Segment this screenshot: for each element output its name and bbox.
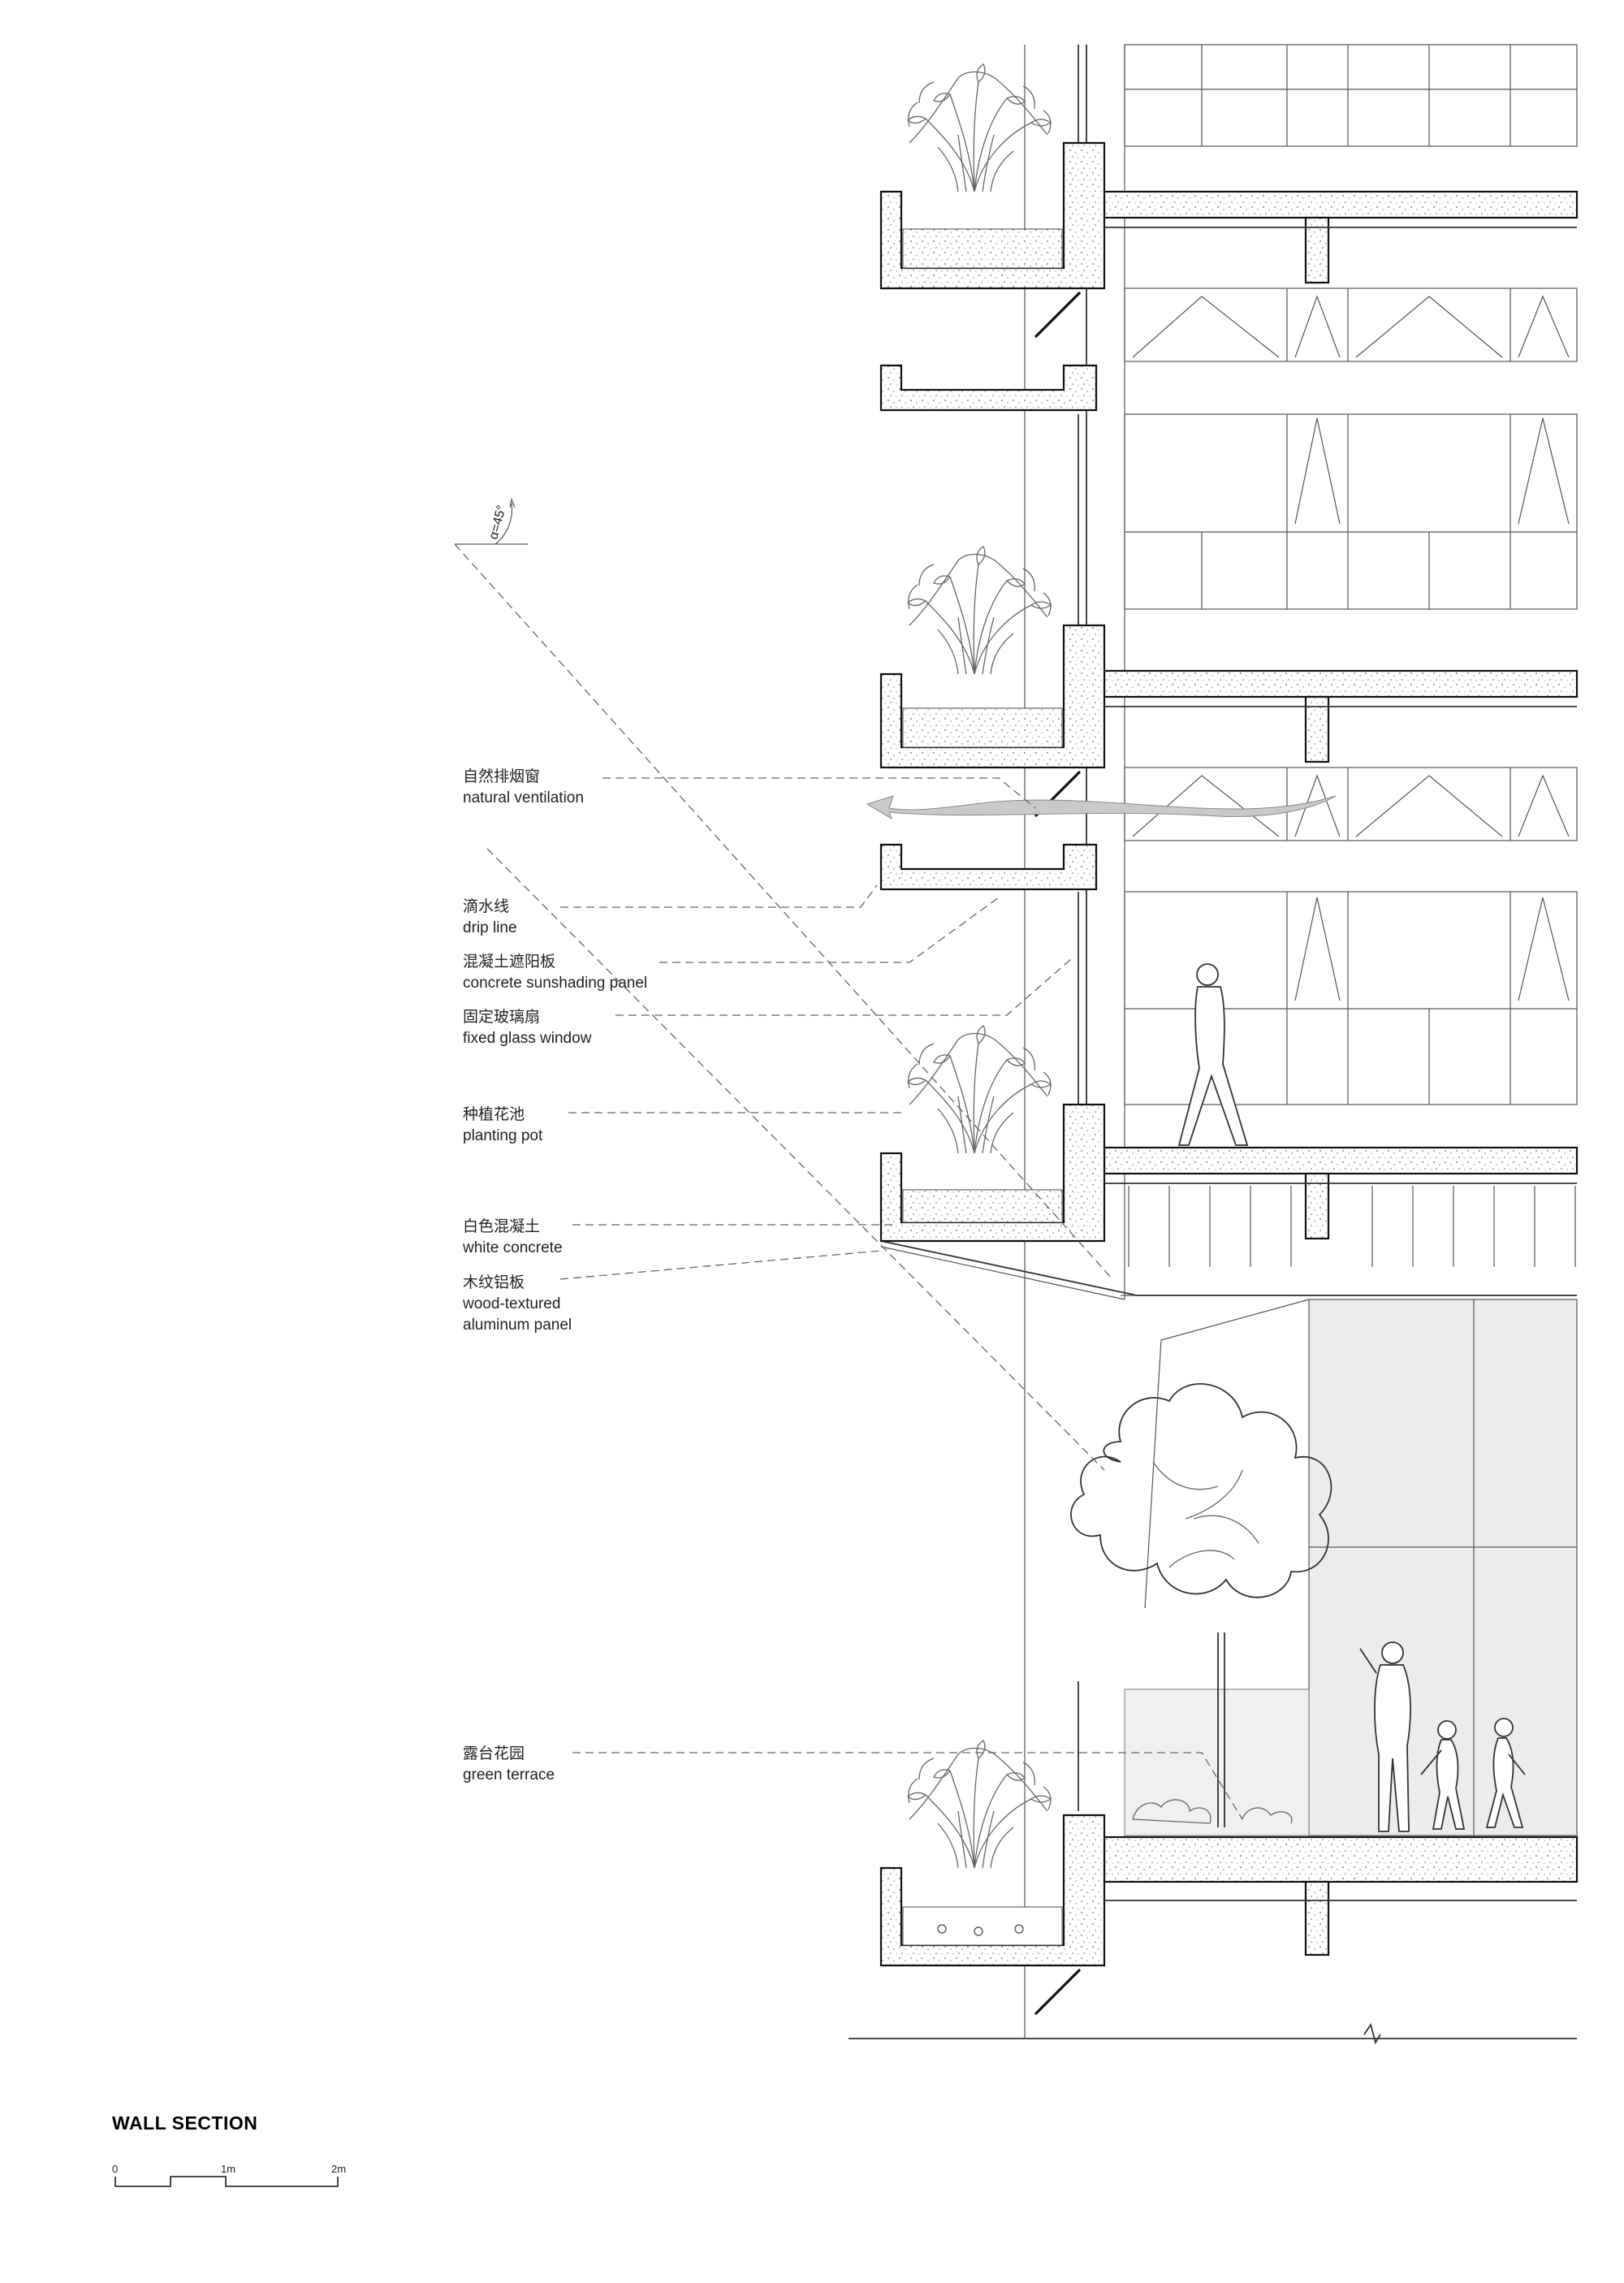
svg-text:露台花园: 露台花园	[463, 1745, 525, 1762]
svg-text:wood-textured: wood-textured	[462, 1295, 560, 1312]
annotation-white-concrete: 白色混凝土 white concrete	[462, 1217, 563, 1256]
svg-text:固定玻璃扇: 固定玻璃扇	[463, 1008, 540, 1026]
annotation-planting-pot: 种植花池 planting pot	[463, 1105, 543, 1144]
sunshading-panel	[879, 364, 1098, 412]
annotation-drip-line: 滴水线 drip line	[463, 897, 517, 936]
person-adult	[1359, 1641, 1411, 1832]
annotation-wood-aluminum-panel: 木纹铝板 wood-textured aluminum panel	[462, 1273, 572, 1334]
planters	[879, 141, 1106, 2016]
sun-angle-label: α=45°	[486, 504, 508, 541]
plants	[907, 63, 1052, 1869]
planting-pot	[879, 1103, 1106, 1243]
svg-text:aluminum panel: aluminum panel	[463, 1317, 572, 1334]
annotation-green-terrace: 露台花园 green terrace	[463, 1745, 555, 1784]
tree	[1070, 1383, 1332, 1827]
svg-text:混凝土遮阳板: 混凝土遮阳板	[463, 953, 555, 971]
svg-text:木纹铝板: 木纹铝板	[463, 1273, 525, 1291]
svg-text:2m: 2m	[331, 2163, 346, 2175]
svg-text:自然排烟窗: 自然排烟窗	[463, 767, 540, 785]
svg-text:fixed glass window: fixed glass window	[463, 1030, 592, 1047]
floor-slab	[1103, 1146, 1579, 1175]
svg-text:滴水线: 滴水线	[463, 897, 509, 915]
person-child-1	[1420, 1720, 1466, 1830]
planting-pot	[879, 624, 1106, 769]
floor-slab	[1103, 669, 1579, 698]
planting-pot	[879, 141, 1106, 290]
person-child-2	[1485, 1718, 1526, 1828]
svg-text:concrete sunshading panel: concrete sunshading panel	[463, 975, 647, 992]
drawing-title: WALL SECTION	[112, 2112, 257, 2134]
svg-text:1m: 1m	[221, 2163, 235, 2175]
scale-bar: 0 1m 2m	[112, 2163, 346, 2187]
svg-text:白色混凝土: 白色混凝土	[463, 1217, 540, 1235]
annotation-fixed-glass-window: 固定玻璃扇 fixed glass window	[463, 1008, 592, 1047]
sun-angle-lines	[454, 497, 1113, 1471]
ventilation-arrow	[866, 795, 1337, 820]
planting-pot	[879, 1814, 1106, 1967]
sunshading-panel	[879, 843, 1098, 891]
person-walking	[1177, 963, 1249, 1146]
svg-text:white concrete: white concrete	[462, 1239, 563, 1256]
svg-text:natural ventilation: natural ventilation	[463, 789, 584, 806]
floor-slab	[1103, 190, 1579, 219]
annotations	[559, 777, 1243, 1820]
svg-text:green terrace: green terrace	[463, 1766, 555, 1784]
svg-text:planting pot: planting pot	[463, 1127, 543, 1144]
svg-text:种植花池: 种植花池	[463, 1105, 525, 1123]
svg-text:drip line: drip line	[463, 919, 517, 936]
people	[1177, 963, 1526, 1832]
svg-text:0: 0	[112, 2163, 118, 2175]
annotation-natural-ventilation: 自然排烟窗 natural ventilation	[463, 767, 584, 806]
annotation-sunshading-panel: 混凝土遮阳板 concrete sunshading panel	[463, 953, 647, 992]
floor-slab	[1103, 1835, 1579, 1883]
